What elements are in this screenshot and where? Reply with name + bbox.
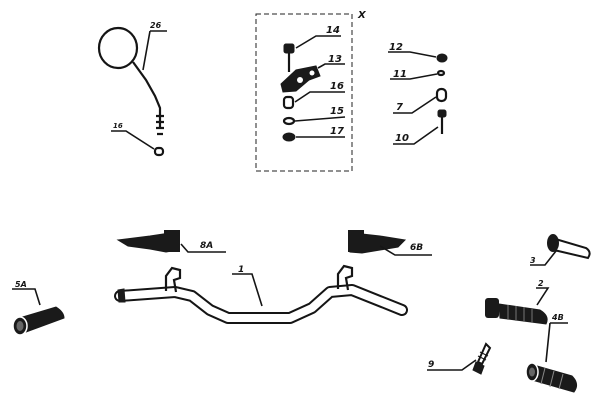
mirror-thread [156,114,164,136]
small-washer-part [436,69,446,77]
mirror-assembly [97,26,165,157]
box-nut [282,132,296,142]
label-small-washer: 11 [393,69,407,80]
detail-box [255,13,353,172]
leader-bushing [393,96,437,114]
left-grip [12,306,65,336]
leader-box-bracket [317,63,345,69]
label-right-lever: 6B [410,243,423,253]
pivot-bolt-part [437,109,447,134]
left-lever [116,230,180,253]
leader-mirror [142,30,167,71]
box-bracket [280,65,321,93]
handlebar [114,264,408,324]
label-box-spacer: 16 [330,81,344,92]
box-spacer [282,95,295,110]
mirror-stem [132,61,162,128]
label-handlebar: 1 [238,265,244,275]
label-left-grip: 5A [15,280,27,289]
label-box-bolt: 14 [326,25,340,36]
leader-handlebar [232,273,263,307]
leader-screw [427,359,477,371]
throttle-grip [485,298,548,325]
leader-throttle-grip [536,287,550,306]
leader-end-plug [530,250,557,266]
leader-cap [388,51,437,58]
leader-mirror-washer [111,130,155,150]
end-plug [547,234,591,260]
cap-part [436,53,448,63]
label-cap: 12 [389,42,403,53]
leader-right-grip [545,322,568,363]
label-pivot-bolt: 10 [395,133,409,144]
leader-box-washer [294,116,346,122]
label-right-grip: 4B [551,313,564,322]
box-bolt [283,43,295,72]
label-bushing: 7 [396,102,403,113]
right-lever [348,230,407,254]
detail-box-marker: X [357,10,367,21]
label-box-bracket: 13 [328,54,342,65]
label-box-washer: 15 [330,106,344,117]
leader-left-grip [12,288,41,306]
leader-box-bolt [295,35,341,49]
label-mirror-washer: 16 [113,122,123,130]
label-end-plug: 3 [530,256,536,265]
leader-pivot-bolt [393,126,439,145]
label-left-lever: 8A [200,241,213,251]
mirror-head [97,26,139,70]
leader-right-lever [379,245,432,256]
leader-small-washer [390,73,438,80]
label-box-nut: 17 [330,126,344,137]
leader-left-lever [180,243,226,253]
mirror-washer [153,146,165,157]
right-grip [525,362,578,393]
label-mirror: 26 [150,21,162,30]
label-screw: 9 [428,360,434,370]
box-washer [282,116,296,126]
screw-part [472,342,492,375]
leader-box-spacer [294,91,345,103]
label-throttle-grip: 2 [538,279,544,288]
bushing-part [435,87,448,103]
